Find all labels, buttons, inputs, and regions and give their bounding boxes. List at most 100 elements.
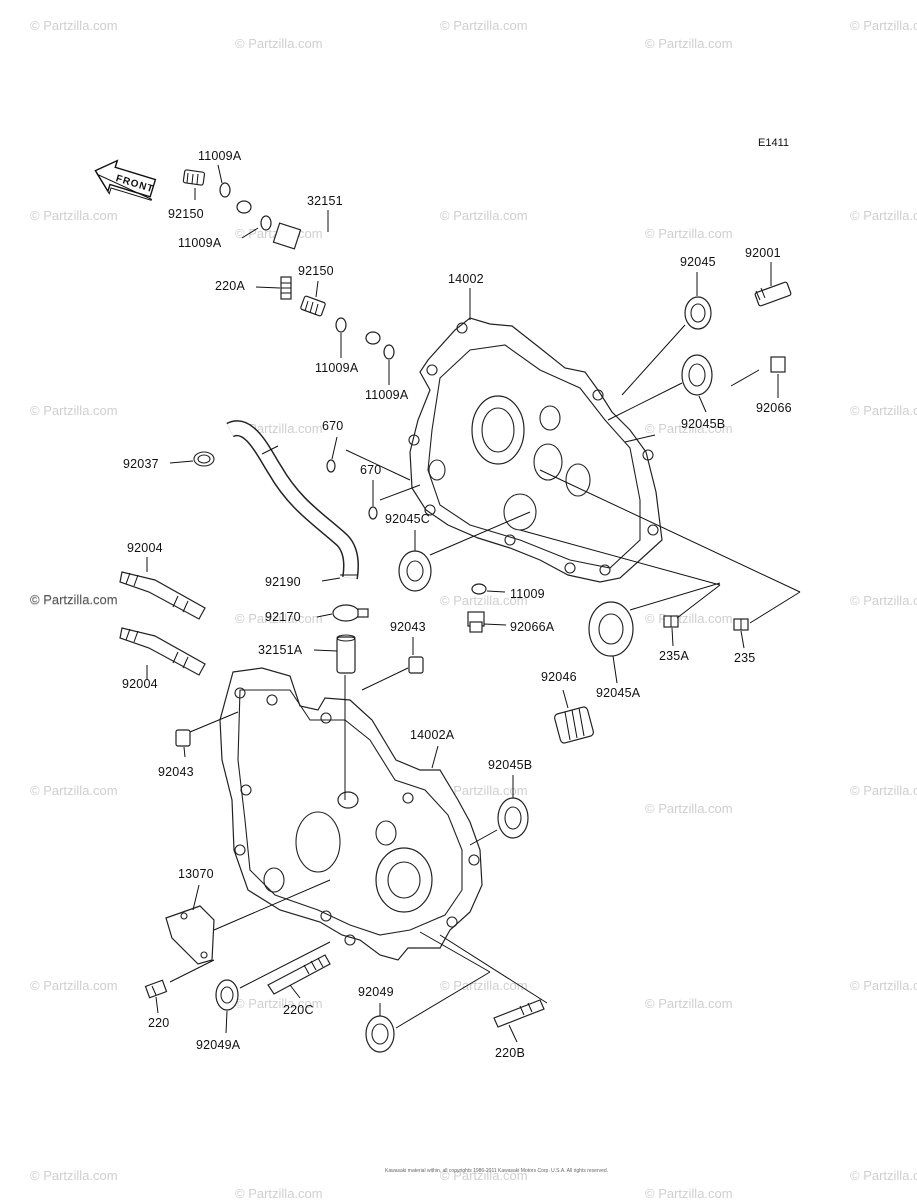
- watermark: © Partzilla.com: [30, 978, 118, 993]
- stud-92004-lower: [119, 627, 206, 676]
- bearing-92045b-lower: [497, 797, 529, 839]
- watermark: © Partzilla.com: [850, 403, 917, 418]
- o-ring-670-2: [368, 506, 378, 520]
- watermark: © Partzilla.com: [30, 403, 118, 418]
- part-label-235: 235: [734, 651, 755, 665]
- washer-11009a-3: [335, 317, 347, 333]
- washer-11009a-4: [383, 344, 395, 360]
- clip-92037: [193, 451, 215, 467]
- watermark: © Partzilla.com: [645, 226, 733, 241]
- part-label-235a: 235A: [659, 649, 689, 663]
- part-label-670: 670: [360, 463, 381, 477]
- watermark: © Partzilla.com: [645, 801, 733, 816]
- watermark: © Partzilla.com: [30, 18, 118, 33]
- part-label-220c: 220C: [283, 1003, 314, 1017]
- seal-92049a: [215, 979, 239, 1011]
- watermark: © Partzilla.com: [440, 1168, 528, 1183]
- watermark: © Partzilla.com: [440, 593, 528, 608]
- washer-11009a-2: [260, 215, 272, 231]
- watermark: © Partzilla.com: [440, 783, 528, 798]
- part-label-92045c: 92045C: [385, 512, 430, 526]
- watermark: © Partzilla.com: [235, 1186, 323, 1200]
- part-label-92150: 92150: [168, 207, 204, 221]
- part-label-92150: 92150: [298, 264, 334, 278]
- part-label-32151: 32151: [307, 194, 343, 208]
- bolt-220: [144, 979, 168, 999]
- dowel-92043-left: [175, 729, 191, 747]
- watermark: © Partzilla.com: [850, 1168, 917, 1183]
- stud-92004-upper: [119, 571, 206, 620]
- pipe-32151a: [336, 634, 356, 674]
- leader-lines: [146, 164, 801, 1043]
- watermark: © Partzilla.com: [645, 996, 733, 1011]
- bolt-220c: [267, 954, 331, 995]
- breather-hose-92190: [226, 420, 359, 580]
- part-label-32151a: 32151A: [258, 643, 303, 657]
- part-label-11009a: 11009A: [315, 361, 359, 375]
- watermark: © Partzilla.com: [30, 593, 118, 608]
- bearing-92045b-upper: [681, 354, 713, 396]
- watermark: © Partzilla.com: [235, 36, 323, 51]
- part-label-670: 670: [322, 419, 343, 433]
- plug-92066: [770, 356, 786, 373]
- part-label-13070: 13070: [178, 867, 214, 881]
- watermark: © Partzilla.com: [850, 783, 917, 798]
- part-label-11009a: 11009A: [198, 149, 242, 163]
- clamp-92170: [332, 604, 369, 622]
- part-label-92049a: 92049A: [196, 1038, 241, 1052]
- copyright-footer: Kawasaki material within, all copyrights…: [385, 1168, 608, 1174]
- watermark: © Partzilla.com: [645, 1186, 733, 1200]
- bearing-92045a: [588, 601, 634, 657]
- bolt-235: [733, 618, 749, 631]
- washer-11009: [471, 583, 487, 595]
- part-label-11009: 11009: [510, 587, 545, 601]
- part-label-220a: 220A: [215, 279, 245, 293]
- watermark: © Partzilla.com: [645, 611, 733, 626]
- banjo-bolt-92150-upper: [182, 169, 206, 186]
- part-label-92049: 92049: [358, 985, 394, 999]
- watermark: © Partzilla.com: [30, 1168, 118, 1183]
- part-label-92004: 92004: [122, 677, 158, 691]
- bolt-220b: [493, 999, 545, 1028]
- part-label-92066: 92066: [756, 401, 792, 415]
- part-label-92037: 92037: [123, 457, 159, 471]
- watermark-layer: © Partzilla.com © Partzilla.com © Partzill…: [30, 18, 917, 1200]
- watermark: © Partzilla.com: [440, 208, 528, 223]
- seal-92049: [365, 1015, 395, 1053]
- watermark: © Partzilla.com: [850, 978, 917, 993]
- part-label-92190: 92190: [265, 575, 301, 589]
- part-label-92004: 92004: [127, 541, 163, 555]
- washer-11009a-1: [219, 182, 231, 198]
- part-label-92045b: 92045B: [488, 758, 532, 772]
- watermark: © Partzilla.com: [30, 783, 118, 798]
- cover-13070: [165, 905, 215, 965]
- part-label-220: 220: [148, 1016, 169, 1030]
- banjo-bolt-92150-lower: [300, 295, 326, 317]
- watermark: © Partzilla.com: [850, 208, 917, 223]
- bolt-220a: [280, 276, 292, 300]
- plug-92066a: [467, 611, 485, 633]
- part-label-220b: 220B: [495, 1046, 525, 1060]
- left-crankcase-14002a: [219, 667, 483, 961]
- needle-bearing-92046: [553, 706, 595, 744]
- watermark: © Partzilla.com: [235, 996, 323, 1011]
- watermark: © Partzilla.com: [850, 593, 917, 608]
- part-label-14002: 14002: [448, 272, 484, 286]
- bolt-235a: [663, 615, 679, 628]
- dowel-92043-right: [408, 656, 424, 674]
- part-label-92046: 92046: [541, 670, 577, 684]
- o-ring-670-1: [326, 459, 336, 473]
- watermark: © Partzilla.com: [850, 18, 917, 33]
- watermark: © Partzilla.com: [645, 421, 733, 436]
- watermark: © Partzilla.com: [645, 36, 733, 51]
- watermark: © Partzilla.com: [30, 208, 118, 223]
- right-crankcase-14002: [408, 317, 663, 583]
- part-label-92045a: 92045A: [596, 686, 641, 700]
- watermark: © Partzilla.com: [440, 978, 528, 993]
- watermark: © Partzilla.com: [235, 611, 323, 626]
- bearing-92045: [684, 296, 712, 330]
- part-label-92045: 92045: [680, 255, 716, 269]
- bearing-92045c: [398, 550, 432, 592]
- part-label-92066a: 92066A: [510, 620, 555, 634]
